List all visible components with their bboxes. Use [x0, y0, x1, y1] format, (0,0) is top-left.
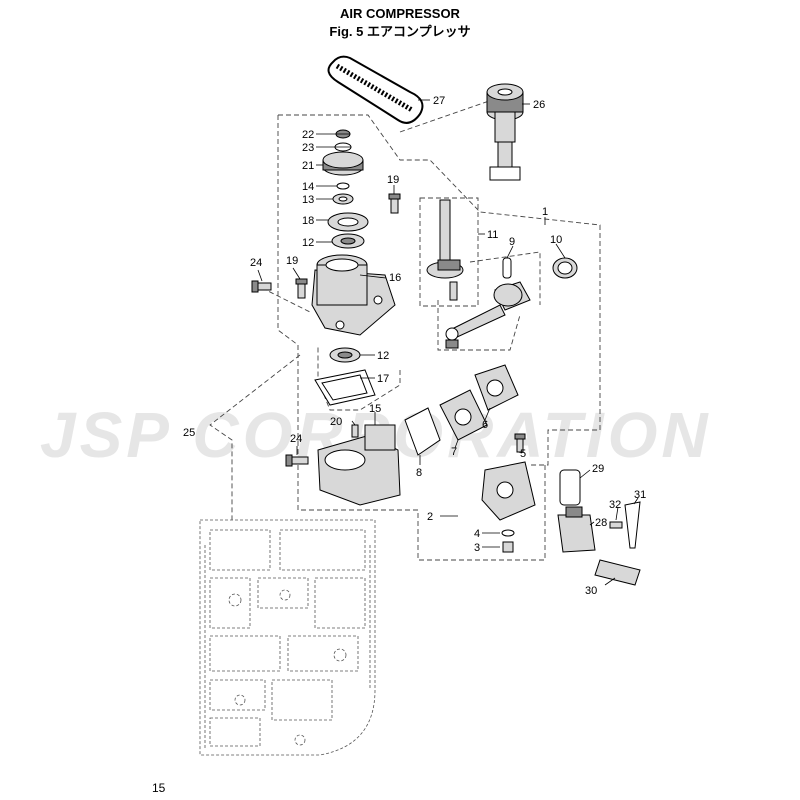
callout-25: 25 — [183, 427, 195, 439]
callout-20: 20 — [330, 416, 342, 428]
callout-19b: 19 — [286, 255, 298, 267]
assembly-boundary-left — [277, 115, 546, 561]
callout-27: 27 — [433, 95, 445, 107]
callout-32: 32 — [609, 499, 621, 511]
figure-subtitle: Fig. 5 エアコンプレッサ — [329, 24, 471, 39]
callout-14: 14 — [302, 181, 314, 193]
callout-15: 15 — [369, 403, 381, 415]
callout-30: 30 — [585, 585, 597, 597]
callout-22: 22 — [302, 129, 314, 141]
pulley — [486, 83, 524, 181]
assembly-boundary-upper — [278, 114, 601, 466]
belt-to-pulley-line — [399, 99, 493, 133]
connecting-rod-box — [437, 300, 521, 351]
bearing-stack — [322, 129, 369, 249]
leader-lines — [257, 99, 639, 586]
air-filter-group — [557, 469, 641, 586]
callout-28: 28 — [595, 517, 607, 529]
gasket — [314, 369, 376, 406]
bolt-line-25 — [209, 354, 301, 520]
assembly-boundary-mid — [317, 345, 401, 411]
head-cover-assembly — [481, 433, 536, 553]
callout-18: 18 — [302, 215, 314, 227]
callout-1: 1 — [542, 206, 548, 218]
bolt-19 — [295, 193, 401, 299]
cylinder-head — [251, 280, 401, 506]
compressor-housing — [311, 254, 396, 336]
callout-31: 31 — [634, 489, 646, 501]
page-title: AIR COMPRESSOR — [340, 6, 460, 21]
callout-24a: 24 — [250, 257, 262, 269]
callout-12a: 12 — [302, 237, 314, 249]
piston-box — [469, 251, 541, 305]
callout-3: 3 — [474, 542, 480, 554]
callout-7: 7 — [451, 446, 457, 458]
callout-26: 26 — [533, 99, 545, 111]
callout-23: 23 — [302, 142, 314, 154]
timing-belt — [327, 55, 424, 124]
callout-17: 17 — [377, 373, 389, 385]
callout-4: 4 — [474, 528, 480, 540]
crankshaft — [426, 199, 464, 301]
callout-13: 13 — [302, 194, 314, 206]
callout-19a: 19 — [387, 174, 399, 186]
callout-10: 10 — [550, 234, 562, 246]
callout-9: 9 — [509, 236, 515, 248]
callout-12b: 12 — [377, 350, 389, 362]
callout-21: 21 — [302, 160, 314, 172]
page-number: 15 — [152, 781, 166, 795]
bearing-12-lower — [329, 347, 361, 363]
callout-labels: 1 2 3 4 5 6 7 8 9 10 11 12 12 13 14 15 1… — [183, 95, 646, 597]
callout-11: 11 — [487, 229, 498, 241]
callout-6: 6 — [482, 419, 488, 431]
crankshaft-box — [419, 197, 479, 307]
callout-16: 16 — [389, 272, 401, 284]
callout-24b: 24 — [290, 433, 302, 445]
callout-29: 29 — [592, 463, 604, 475]
piston-assembly — [445, 257, 578, 349]
callout-8: 8 — [416, 467, 422, 479]
engine-block — [199, 519, 376, 756]
bolt-line-24 — [261, 287, 311, 313]
callout-2: 2 — [427, 511, 433, 523]
callout-5: 5 — [520, 448, 526, 460]
valve-plate-group — [404, 364, 519, 456]
